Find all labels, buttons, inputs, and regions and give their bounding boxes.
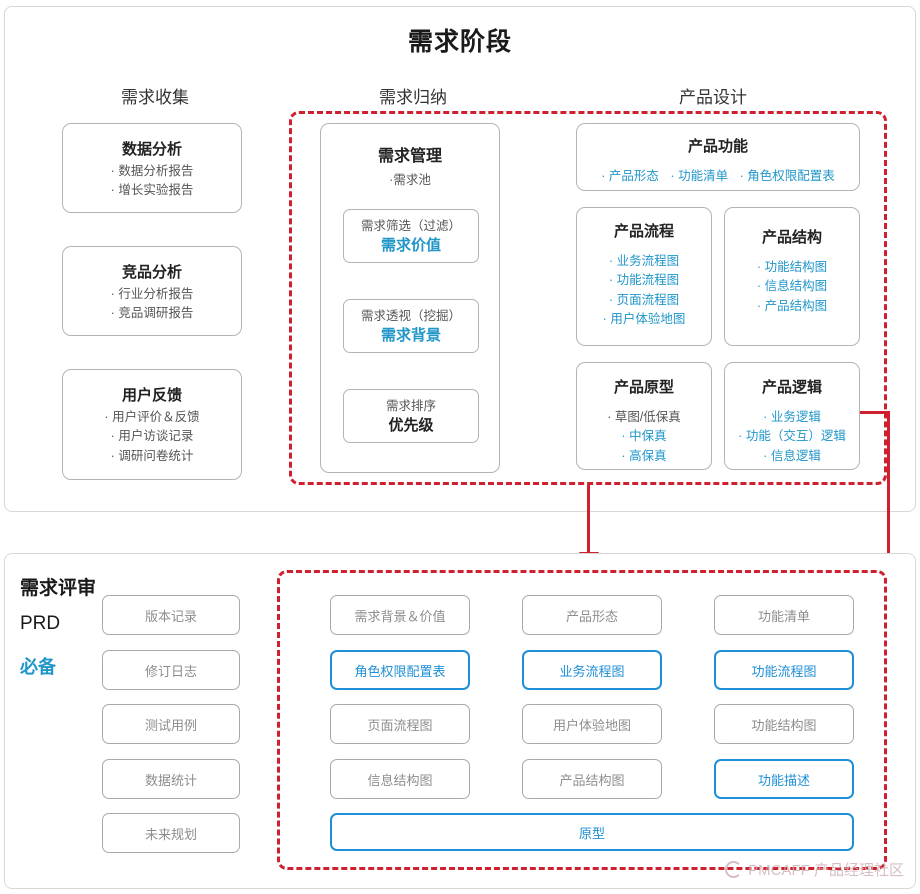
card-title: 竞品分析 [121, 264, 182, 281]
list-item: 功能清单 [670, 169, 728, 183]
step-label: 需求筛选（过滤） [360, 219, 461, 233]
chip-function-description[interactable]: 功能描述 [714, 759, 854, 799]
chip-requirement-background-value[interactable]: 需求背景＆价值 [330, 595, 470, 635]
chip-revision-log[interactable]: 修订日志 [102, 650, 240, 690]
chip-user-experience-map[interactable]: 用户体验地图 [522, 704, 662, 744]
chip-page-flowchart[interactable]: 页面流程图 [330, 704, 470, 744]
card-subtitle: ·需求池 [389, 173, 431, 187]
card-item-list: 行业分析报告 竞品调研报告 [63, 285, 241, 324]
page-title: 需求阶段 [407, 28, 512, 56]
step-label: 需求透视（挖掘） [360, 309, 461, 323]
chip-function-list[interactable]: 功能清单 [714, 595, 854, 635]
list-item: 用户评价＆反馈 [63, 408, 241, 427]
card-user-feedback: 用户反馈 用户评价＆反馈 用户访谈记录 调研问卷统计 [62, 369, 242, 480]
chip-role-permission-table[interactable]: 角色权限配置表 [330, 650, 470, 690]
column-title-design: 产品设计 [679, 88, 747, 107]
list-item: 调研问卷统计 [63, 447, 241, 466]
chip-test-case[interactable]: 测试用例 [102, 704, 240, 744]
list-item: 草图/低保真 [577, 408, 711, 427]
card-product-function: 产品功能 产品形态 功能清单 角色权限配置表 [576, 123, 860, 191]
card-title: 用户反馈 [121, 387, 182, 404]
list-item: 用户访谈记录 [63, 427, 241, 446]
card-product-logic: 产品逻辑 业务逻辑 功能（交互）逻辑 信息逻辑 [724, 362, 860, 470]
card-item-list: 功能结构图 信息结构图 产品结构图 [725, 258, 859, 316]
list-item: 业务逻辑 [725, 408, 859, 427]
chip-future-plan[interactable]: 未来规划 [102, 813, 240, 853]
list-item: 增长实验报告 [63, 181, 241, 200]
list-item: 数据分析报告 [63, 162, 241, 181]
list-item: 功能流程图 [577, 271, 711, 290]
chip-version-record[interactable]: 版本记录 [102, 595, 240, 635]
column-title-collection: 需求收集 [121, 88, 189, 107]
card-title: 产品逻辑 [761, 379, 822, 396]
chip-function-structure-chart[interactable]: 功能结构图 [714, 704, 854, 744]
step-requirement-sorting: 需求排序 优先级 [343, 389, 479, 443]
list-item: 业务流程图 [577, 252, 711, 271]
card-item-list: 数据分析报告 增长实验报告 [63, 162, 241, 201]
list-item: 产品结构图 [725, 297, 859, 316]
step-label: 需求排序 [385, 399, 436, 413]
card-item-list: 用户评价＆反馈 用户访谈记录 调研问卷统计 [63, 408, 241, 466]
card-title: 需求管理 [377, 148, 442, 165]
connector-logic-segment-h [860, 411, 890, 414]
step-value: 需求价值 [380, 236, 441, 254]
step-value: 需求背景 [380, 326, 441, 344]
list-item: 行业分析报告 [63, 285, 241, 304]
list-item: 产品形态 [601, 169, 659, 183]
card-item-list: 草图/低保真 中保真 高保真 [577, 408, 711, 466]
card-title: 产品流程 [613, 223, 674, 240]
chip-data-statistics[interactable]: 数据统计 [102, 759, 240, 799]
list-item: 用户体验地图 [577, 310, 711, 329]
list-item: 页面流程图 [577, 291, 711, 310]
chip-product-form[interactable]: 产品形态 [522, 595, 662, 635]
chip-prototype[interactable]: 原型 [330, 813, 854, 851]
card-item-list: 业务流程图 功能流程图 页面流程图 用户体验地图 [577, 252, 711, 330]
section-title-review: 需求评审 [20, 578, 97, 599]
card-product-prototype: 产品原型 草图/低保真 中保真 高保真 [576, 362, 712, 470]
list-item: 竞品调研报告 [63, 304, 241, 323]
card-requirement-management: 需求管理 ·需求池 需求筛选（过滤） 需求价值 需求透视（挖掘） 需求背景 需求… [320, 123, 500, 473]
card-title: 产品结构 [761, 229, 822, 246]
card-title: 产品功能 [687, 138, 748, 155]
step-value: 优先级 [388, 416, 434, 434]
list-item: 高保真 [577, 447, 711, 466]
list-item: 中保真 [577, 427, 711, 446]
step-requirement-filter: 需求筛选（过滤） 需求价值 [343, 209, 479, 263]
card-title: 数据分析 [121, 141, 182, 158]
step-requirement-perspective: 需求透视（挖掘） 需求背景 [343, 299, 479, 353]
card-product-structure: 产品结构 功能结构图 信息结构图 产品结构图 [724, 207, 860, 346]
list-item: 功能结构图 [725, 258, 859, 277]
chip-business-flowchart[interactable]: 业务流程图 [522, 650, 662, 690]
card-data-analysis: 数据分析 数据分析报告 增长实验报告 [62, 123, 242, 213]
connector-top-to-bottom [587, 485, 590, 555]
card-competitor-analysis: 竞品分析 行业分析报告 竞品调研报告 [62, 246, 242, 336]
card-title: 产品原型 [613, 379, 674, 396]
chip-information-structure-chart[interactable]: 信息结构图 [330, 759, 470, 799]
card-item-list: 产品形态 功能清单 角色权限配置表 [577, 165, 859, 184]
list-item: 功能（交互）逻辑 [725, 427, 859, 446]
list-item: 角色权限配置表 [740, 169, 835, 183]
list-item: 信息逻辑 [725, 447, 859, 466]
label-must-have: 必备 [20, 657, 56, 677]
column-title-induction: 需求归纳 [379, 88, 447, 107]
chip-function-flowchart[interactable]: 功能流程图 [714, 650, 854, 690]
list-item: 信息结构图 [725, 277, 859, 296]
label-prd: PRD [20, 613, 61, 634]
card-item-list: 业务逻辑 功能（交互）逻辑 信息逻辑 [725, 408, 859, 466]
card-product-flow: 产品流程 业务流程图 功能流程图 页面流程图 用户体验地图 [576, 207, 712, 346]
chip-product-structure-chart[interactable]: 产品结构图 [522, 759, 662, 799]
